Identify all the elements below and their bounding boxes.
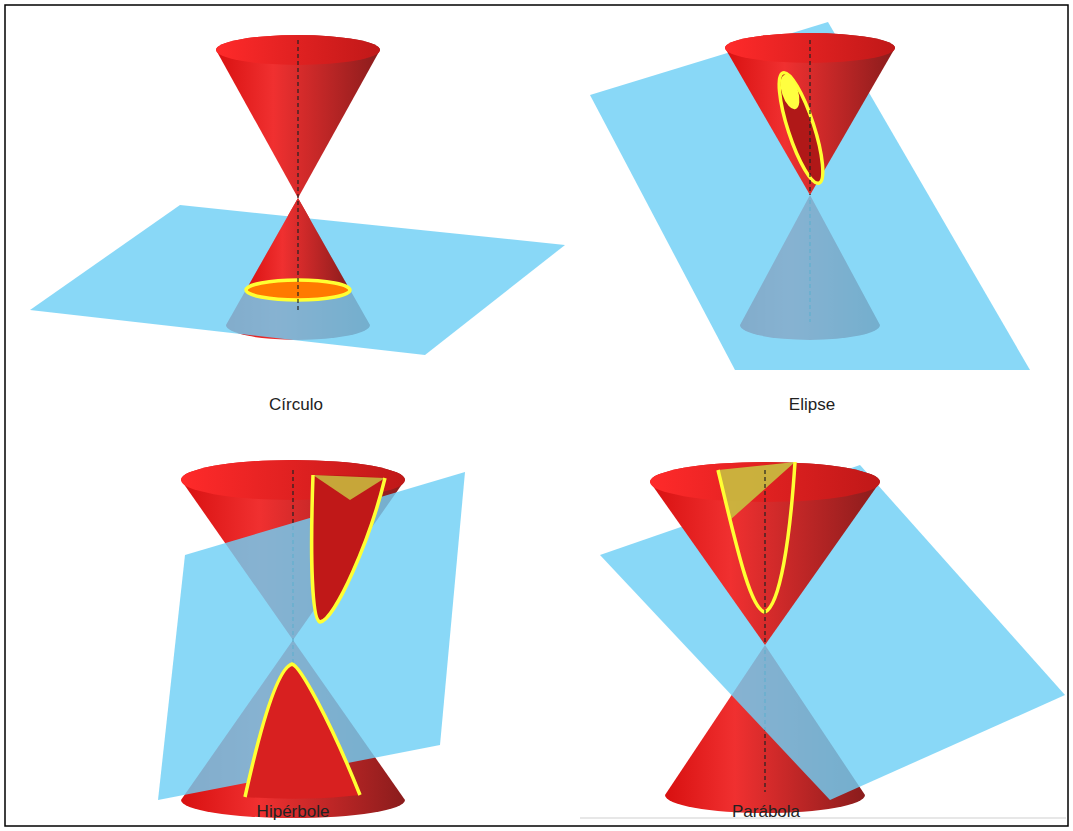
parabola-panel	[600, 462, 1065, 813]
circle-panel	[30, 35, 565, 355]
caption-label: Elipse	[789, 395, 835, 415]
rule	[580, 818, 1066, 819]
caption-label: Círculo	[269, 395, 323, 415]
caption-label: Parábola	[732, 802, 800, 822]
caption-label: Hipérbole	[257, 802, 330, 822]
ellipse-panel	[590, 22, 1030, 370]
hyperbola-panel	[158, 460, 465, 818]
frame	[5, 5, 1068, 826]
